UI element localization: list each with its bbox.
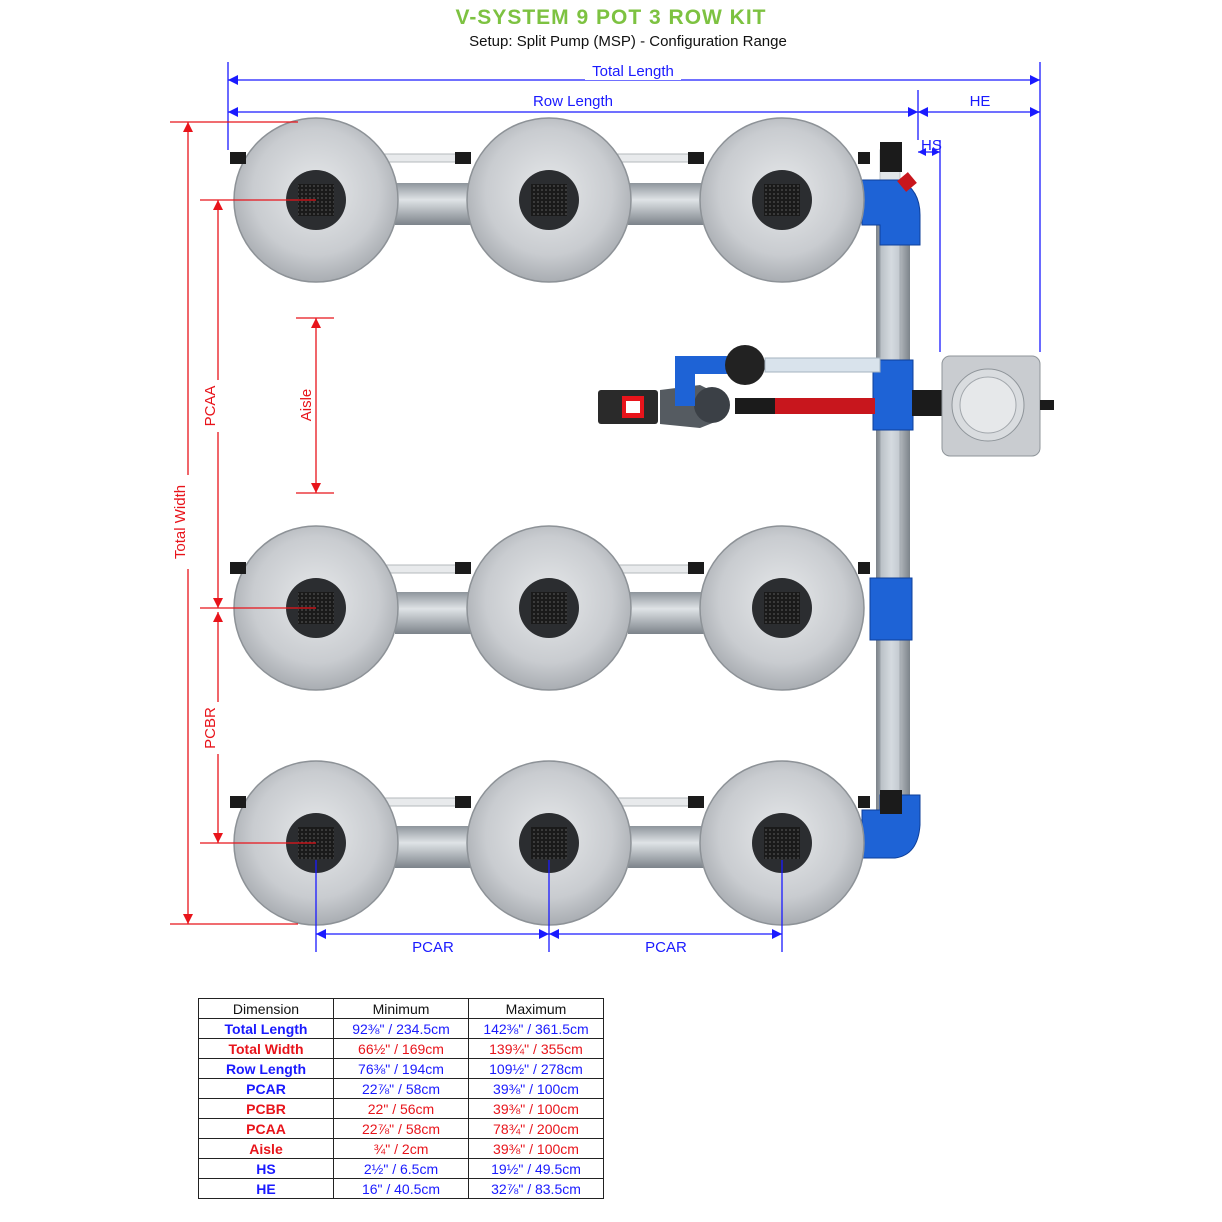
pcbr-label: PCBR xyxy=(202,707,219,749)
dimension-min: 22⅞" / 58cm xyxy=(333,1118,469,1139)
table-row: PCBR 22" / 56cm 39⅜" / 100cm xyxy=(198,1098,604,1119)
dimension-min: 16" / 40.5cm xyxy=(333,1178,469,1199)
row-length-label: Row Length xyxy=(533,93,613,110)
blue-arrowheads xyxy=(228,75,1040,939)
table-row: HS 2½" / 6.5cm 19½" / 49.5cm xyxy=(198,1158,604,1179)
dimension-min: 92⅜" / 234.5cm xyxy=(333,1018,469,1039)
dimension-min: 22⅞" / 58cm xyxy=(333,1078,469,1099)
pcaa-label: PCAA xyxy=(202,386,219,427)
page-title: V-SYSTEM 9 POT 3 ROW KIT xyxy=(455,6,767,29)
dimension-max: 19½" / 49.5cm xyxy=(468,1158,604,1179)
row-flex-pipes xyxy=(384,153,708,868)
dimension-name: PCBR xyxy=(198,1098,334,1119)
table-row: Total Width 66½" / 169cm 139¾" / 355cm xyxy=(198,1038,604,1059)
red-arrowheads xyxy=(183,122,321,924)
pump-assembly xyxy=(598,345,946,428)
dimension-max: 39⅜" / 100cm xyxy=(468,1098,604,1119)
reservoir-tank xyxy=(941,355,1054,457)
dimension-min: 22" / 56cm xyxy=(333,1098,469,1119)
table-header-row: Dimension Minimum Maximum xyxy=(198,998,604,1019)
table-header: Maximum xyxy=(468,998,604,1019)
dimension-name: HS xyxy=(198,1158,334,1179)
dimension-name: Row Length xyxy=(198,1058,334,1079)
table-header: Minimum xyxy=(333,998,469,1019)
dimension-max: 39⅜" / 100cm xyxy=(468,1078,604,1099)
dimension-max: 39⅜" / 100cm xyxy=(468,1138,604,1159)
table-row: Row Length 76⅜" / 194cm 109½" / 278cm xyxy=(198,1058,604,1079)
page-subtitle: Setup: Split Pump (MSP) - Configuration … xyxy=(469,33,787,50)
table-row: PCAA 22⅞" / 58cm 78¾" / 200cm xyxy=(198,1118,604,1139)
table-header: Dimension xyxy=(198,998,334,1019)
aisle-label: Aisle xyxy=(298,389,315,422)
pot xyxy=(699,525,865,691)
dimensions-table: Dimension Minimum Maximum Total Length 9… xyxy=(198,998,604,1199)
he-label: HE xyxy=(970,93,991,110)
pot xyxy=(466,760,632,926)
dimension-name: HE xyxy=(198,1178,334,1199)
dimension-name: Total Length xyxy=(198,1018,334,1039)
pcar-label-2: PCAR xyxy=(645,939,687,956)
dimension-name: Aisle xyxy=(198,1138,334,1159)
table-row: Aisle ¾" / 2cm 39⅜" / 100cm xyxy=(198,1138,604,1159)
total-width-label: Total Width xyxy=(172,485,189,559)
table-row: PCAR 22⅞" / 58cm 39⅜" / 100cm xyxy=(198,1078,604,1099)
dimension-name: Total Width xyxy=(198,1038,334,1059)
dimension-min: ¾" / 2cm xyxy=(333,1138,469,1159)
dimension-name: PCAR xyxy=(198,1078,334,1099)
pot xyxy=(466,525,632,691)
pcar-label-1: PCAR xyxy=(412,939,454,956)
table-row: Total Length 92⅜" / 234.5cm 142⅜" / 361.… xyxy=(198,1018,604,1039)
hs-label: HS xyxy=(921,137,942,154)
vertical-manifold xyxy=(861,142,921,859)
system-diagram: Total Length Row Length HE HS PCAR PCAR … xyxy=(168,62,1054,956)
dimension-min: 76⅜" / 194cm xyxy=(333,1058,469,1079)
dimension-name: PCAA xyxy=(198,1118,334,1139)
total-length-label: Total Length xyxy=(592,63,674,80)
dimension-max: 109½" / 278cm xyxy=(468,1058,604,1079)
pot xyxy=(699,117,865,283)
dimension-max: 32⅞" / 83.5cm xyxy=(468,1178,604,1199)
pot-valves xyxy=(230,152,870,808)
pot xyxy=(699,760,865,926)
table-row: HE 16" / 40.5cm 32⅞" / 83.5cm xyxy=(198,1178,604,1199)
dimension-max: 78¾" / 200cm xyxy=(468,1118,604,1139)
pot xyxy=(466,117,632,283)
dimension-min: 66½" / 169cm xyxy=(333,1038,469,1059)
dimension-max: 142⅜" / 361.5cm xyxy=(468,1018,604,1039)
dimension-min: 2½" / 6.5cm xyxy=(333,1158,469,1179)
dimension-max: 139¾" / 355cm xyxy=(468,1038,604,1059)
